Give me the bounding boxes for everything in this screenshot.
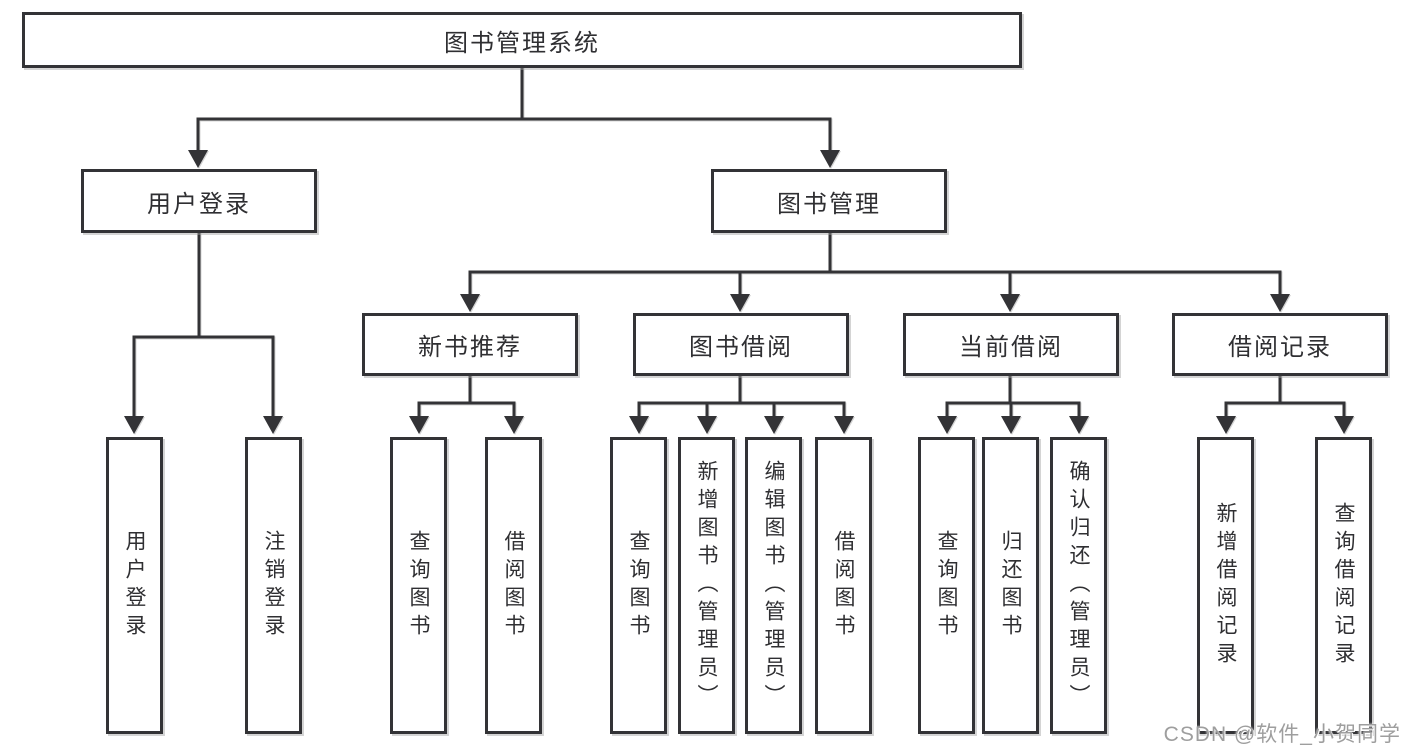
leaf-query-books-recommend: 查询图书 (390, 437, 447, 734)
csdn-watermark: CSDN @软件_小贺同学 (1163, 723, 1401, 746)
node-new-book-recommend: 新书推荐 (362, 313, 578, 376)
node-borrowing-records: 借阅记录 (1172, 313, 1388, 376)
leaf-query-borrow-record: 查询借阅记录 (1315, 437, 1372, 734)
leaf-logout: 注销登录 (245, 437, 302, 734)
leaf-edit-books-admin: 编辑图书（管理员） (745, 437, 802, 734)
leaf-borrow-books-recommend: 借阅图书 (485, 437, 542, 734)
leaf-add-borrow-record: 新增借阅记录 (1197, 437, 1254, 734)
tree-edges (132, 66, 1346, 419)
node-book-borrowing: 图书借阅 (633, 313, 849, 376)
leaf-query-books-borrow: 查询图书 (610, 437, 667, 734)
node-user-login: 用户登录 (81, 169, 317, 233)
leaf-return-books: 归还图书 (982, 437, 1039, 734)
node-library-system-root: 图书管理系统 (22, 12, 1022, 68)
leaf-borrow-books: 借阅图书 (815, 437, 872, 734)
leaf-user-login: 用户登录 (106, 437, 163, 734)
node-book-management: 图书管理 (711, 169, 947, 233)
leaf-query-books-current: 查询图书 (918, 437, 975, 734)
node-current-borrowing: 当前借阅 (903, 313, 1119, 376)
leaf-add-books-admin: 新增图书（管理员） (678, 437, 735, 734)
leaf-confirm-return-admin: 确认归还（管理员） (1050, 437, 1107, 734)
